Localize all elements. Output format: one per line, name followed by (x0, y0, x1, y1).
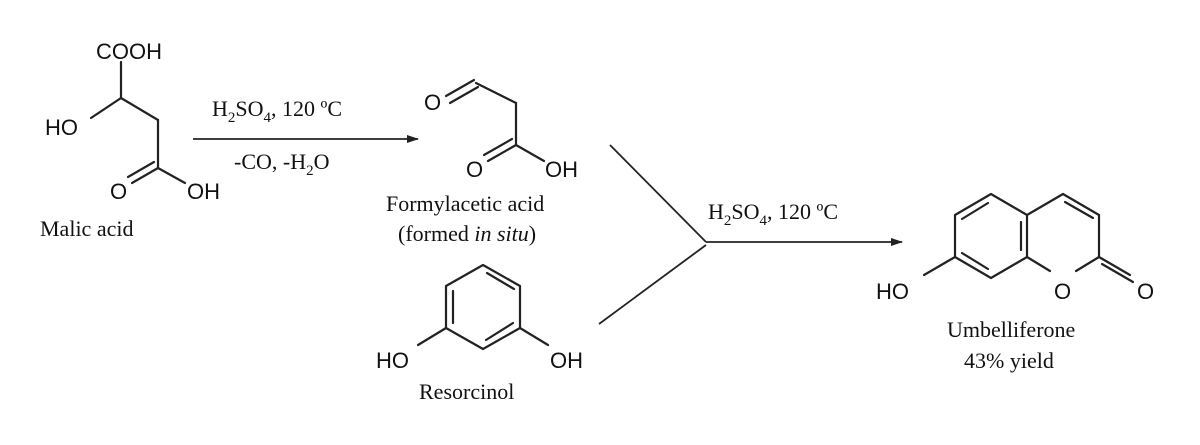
resorcinol-name: Resorcinol (419, 379, 514, 404)
formylacetic-oh-label: OH (545, 157, 578, 182)
resorcinol-converge-line (598, 244, 707, 325)
resorcinol-structure: HO OH (376, 263, 583, 373)
umbelliferone-carbonyl-o-label: O (1137, 279, 1154, 304)
malic-ho-label: HO (45, 115, 78, 140)
step2-conditions-above: H2SO4, 120 ºC (708, 199, 838, 229)
step1-conditions-above: H2SO4, 120 ºC (212, 96, 342, 126)
formylacetic-converge-line (609, 144, 707, 243)
umbelliferone-name: Umbelliferone (947, 317, 1075, 342)
malic-cooh-label: COOH (96, 39, 162, 64)
formylacetic-acid-name: Formylacetic acid (386, 191, 544, 216)
formylacetic-acid-structure: O O OH (424, 78, 578, 182)
formylacetic-acid-o-label: O (466, 157, 483, 182)
umbelliferone-structure: O O HO (876, 192, 1154, 304)
umbelliferone-ho-label: HO (876, 279, 909, 304)
malic-o-label: O (110, 179, 127, 204)
umbelliferone-ring-o-label: O (1054, 279, 1071, 304)
resorcinol-ho-label: HO (376, 348, 409, 373)
formylacetic-acid-note: (formed in situ) (398, 221, 536, 246)
malic-acid-name: Malic acid (40, 216, 133, 241)
formylacetic-aldehyde-o-label: O (424, 90, 441, 115)
resorcinol-oh-label: OH (550, 348, 583, 373)
malic-oh-label: OH (187, 179, 220, 204)
step1-conditions-below: -CO, -H2O (234, 149, 330, 179)
umbelliferone-yield: 43% yield (964, 348, 1054, 373)
malic-acid-structure: COOH HO O OH (45, 39, 220, 204)
